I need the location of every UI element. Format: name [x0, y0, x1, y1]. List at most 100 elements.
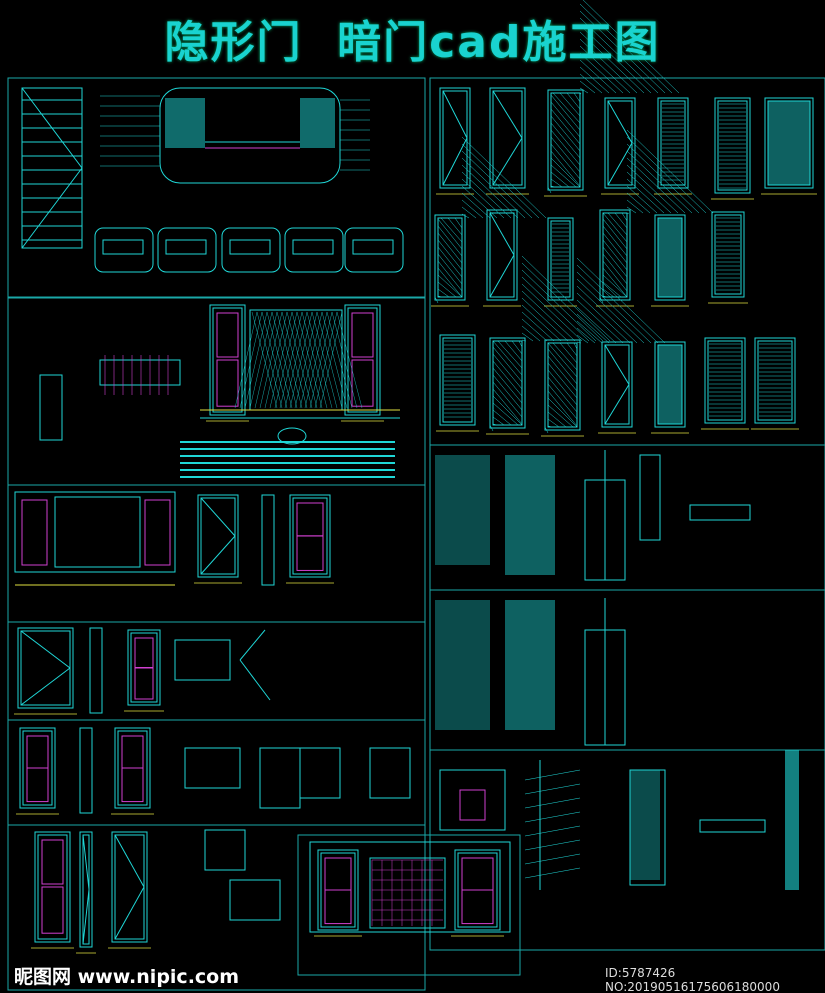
hatch-line: [576, 292, 631, 344]
hatch-line: [626, 150, 693, 214]
hatch-line: [579, 59, 617, 94]
hatch-line: [314, 311, 338, 409]
hatch-line: [492, 340, 523, 376]
hatch-line: [547, 425, 553, 428]
door-panel: [216, 312, 239, 358]
hatch-line: [521, 262, 604, 342]
hatch-line: [461, 206, 477, 219]
hatch-line: [576, 341, 582, 344]
door-leaf: [37, 834, 68, 940]
hatch-line: [573, 342, 578, 350]
hatch-line: [579, 80, 596, 94]
hatch-line: [461, 178, 505, 219]
door-leaf: [82, 834, 90, 945]
cad-line: [239, 659, 271, 701]
hatch-line: [521, 276, 590, 342]
hatch-line: [294, 311, 318, 409]
hatch-line: [301, 311, 328, 409]
hatch-line: [461, 192, 491, 219]
hatch-line: [504, 340, 523, 362]
door-panel: [26, 767, 49, 803]
hatch-line: [602, 295, 608, 298]
door-panel: [134, 637, 154, 669]
hatch-line: [492, 423, 498, 426]
hatch-line: [566, 342, 578, 357]
profile-detail: [221, 227, 281, 273]
profile: [165, 239, 207, 255]
hatch-line: [281, 311, 308, 409]
cad-rect: [261, 494, 275, 586]
hatch-line: [492, 402, 519, 426]
hatch-line: [276, 311, 303, 409]
hatch-line: [434, 296, 439, 304]
door-leaf: [717, 100, 748, 191]
wall-section: [785, 750, 799, 890]
door-elevation: [114, 727, 151, 809]
hatch-line: [552, 92, 581, 124]
cad-rect: [184, 747, 241, 789]
hatch-line: [550, 136, 581, 173]
hatch-line: [547, 186, 552, 194]
hatch-line: [579, 73, 603, 94]
hatch-line: [319, 311, 343, 409]
door-panel: [26, 735, 49, 769]
hatch-line: [550, 122, 581, 159]
door-swing-line: [492, 137, 523, 186]
cad-rect: [369, 857, 446, 929]
hatch-line: [579, 87, 589, 94]
hatch-line: [550, 94, 581, 131]
hatch-line: [626, 192, 651, 214]
hatch-line: [461, 136, 547, 219]
door-elevation: [486, 209, 518, 301]
cad-rect: [89, 627, 103, 714]
hatch-line: [497, 340, 523, 369]
hatch-line: [437, 267, 463, 298]
hatch-line: [602, 232, 628, 264]
section-detail: [159, 87, 341, 184]
hatch-line: [437, 253, 463, 285]
door-swing-line: [604, 344, 630, 385]
hatch-line: [547, 411, 567, 428]
hatch-line: [547, 404, 574, 428]
hatch-line: [576, 264, 659, 344]
hatch-line: [261, 311, 288, 409]
hatch-line: [321, 311, 348, 409]
door-leaf: [657, 217, 683, 298]
cad-rect: [21, 87, 83, 249]
hatch-line: [602, 281, 622, 298]
leader: [524, 811, 581, 823]
door-elevation: [764, 97, 814, 189]
cad-rect: [299, 747, 341, 799]
hatch-line: [279, 311, 303, 409]
hatch-line: [437, 225, 463, 257]
hatch-line: [579, 31, 645, 94]
hatch-line: [437, 218, 463, 250]
hatch-line: [311, 311, 338, 409]
wall-section: [300, 98, 335, 148]
hatch-line: [331, 311, 358, 409]
cad-rect: [229, 879, 281, 921]
cad-rect: [21, 499, 48, 566]
hatch-line: [437, 232, 463, 264]
hatch-line: [582, 0, 680, 94]
hatch-line: [299, 311, 323, 409]
door-panel: [351, 359, 374, 407]
image-id: ID:5787426 NO:20190516175606180000: [605, 966, 780, 993]
hatch-line: [309, 311, 333, 409]
hatch-line: [602, 239, 628, 271]
hatch-line: [576, 271, 652, 344]
hatch-line: [291, 311, 318, 409]
hatch-line: [239, 311, 263, 409]
door-leaf: [714, 214, 742, 295]
hatch-line: [256, 311, 283, 409]
hatch-line: [521, 290, 576, 342]
drawing-panel-frame: [429, 749, 825, 951]
hatch-line: [306, 311, 333, 409]
hatch-line: [518, 340, 523, 348]
hatch-line: [559, 342, 578, 364]
cad-rect: [369, 747, 411, 799]
wall-section: [630, 770, 660, 880]
profile-detail: [344, 227, 404, 273]
hatch-line: [626, 185, 658, 214]
